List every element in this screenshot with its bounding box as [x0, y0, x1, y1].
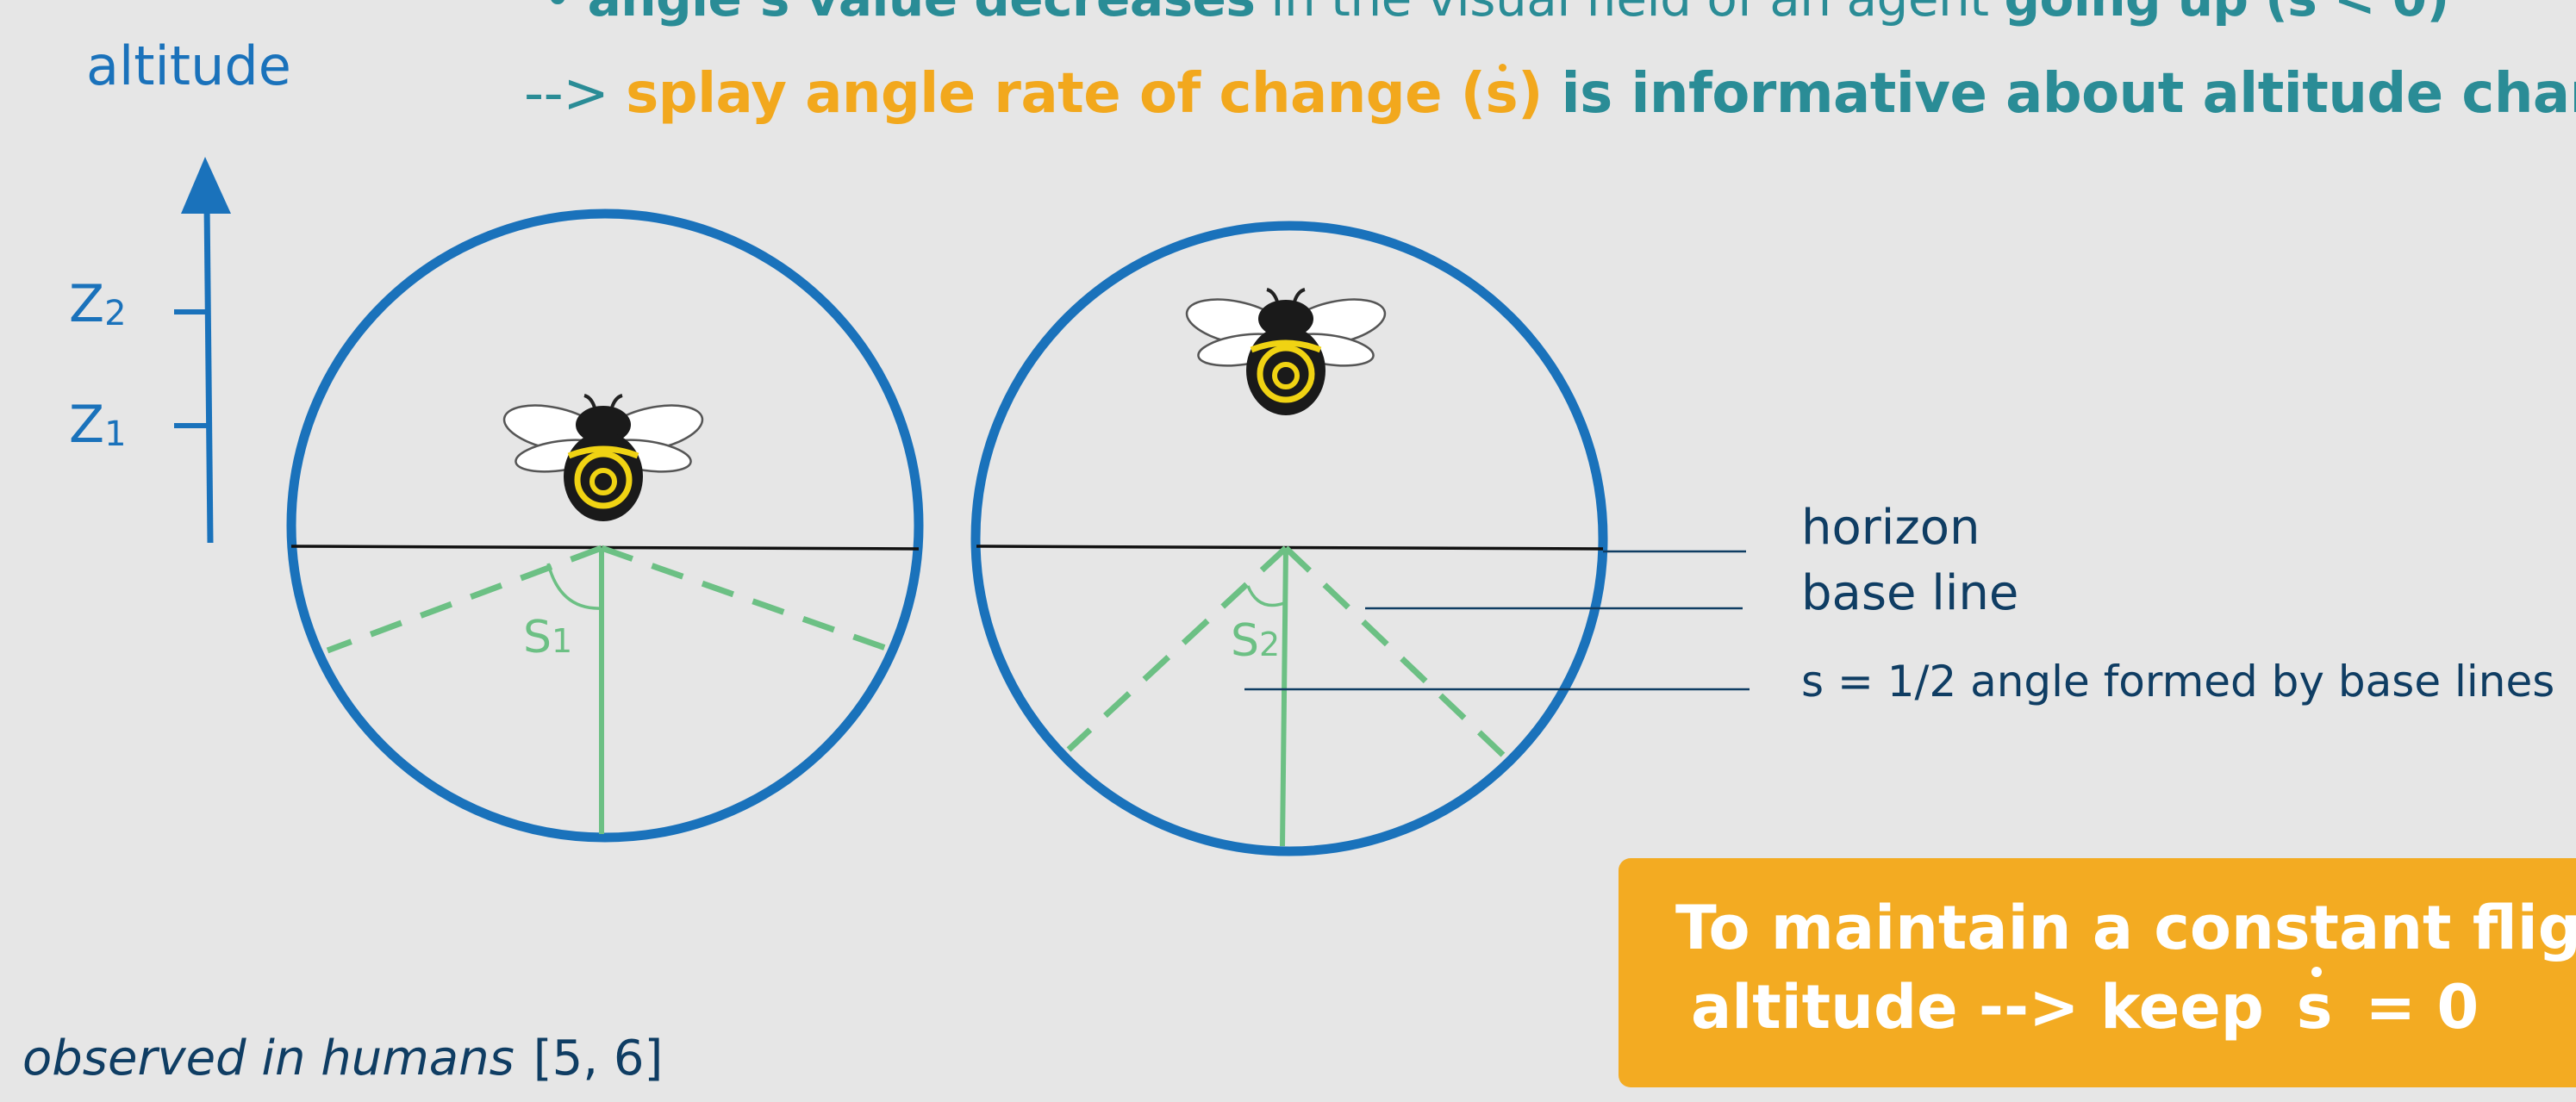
conclusion-text: is informative about altitude change [1542, 62, 2576, 126]
tip-s-dot-symbol: s [2296, 967, 2333, 1043]
highlight-pre: splay angle rate of change ( [626, 62, 1486, 126]
base-line-right [1283, 545, 1509, 761]
tip-line-2-pre: altitude --> keep [1691, 972, 2264, 1043]
s-dot-symbol: s [1485, 62, 1519, 126]
header-bullet: • angle’s value decreases in the visual … [543, 0, 2449, 28]
visual-field-circle [286, 209, 924, 843]
angle-label-s2: S2 [1231, 615, 1281, 667]
highlight-phrase: splay angle rate of change (s) [626, 62, 1543, 126]
footnote-reference: [5, 6] [533, 1030, 664, 1086]
header-conclusion: --> splay angle rate of change (s) is in… [524, 62, 2576, 126]
altitude-arrow-head [181, 157, 231, 214]
footnote: observed in humans [5, 6] [22, 1030, 663, 1086]
highlight-post: ) [1518, 62, 1543, 126]
diagram-low-altitude [286, 209, 924, 843]
altitude-axis-title: altitude [86, 34, 291, 97]
conclusion-arrow: --> [524, 62, 627, 126]
tip-line-2-post: = 0 [2365, 972, 2479, 1043]
z2-label: Z2 [69, 274, 127, 334]
bee-icon [1182, 290, 1388, 415]
z1-label: Z1 [69, 395, 127, 455]
angle-arc [546, 563, 602, 610]
bullet-regular: in the visual field of an agent [1255, 0, 2004, 28]
base-line-right [600, 545, 895, 654]
bullet-mark: • [543, 0, 588, 28]
legend-horizon: horizon [1801, 500, 1980, 556]
tip-line-2: altitude --> keep s = 0 [1691, 967, 2479, 1043]
base-line-left [326, 545, 603, 654]
bee-icon [500, 395, 706, 521]
angle-label-s1: S1 [523, 612, 573, 663]
angle-arc [1246, 585, 1285, 607]
altitude-axis-line [203, 202, 214, 544]
visual-field-circle [970, 221, 1608, 856]
tip-box: To maintain a constant flight altitude -… [1619, 858, 2576, 1087]
tip-line-1: To maintain a constant flight [1675, 893, 2576, 963]
footnote-text: observed in humans [22, 1030, 515, 1086]
vertical-center-line [1280, 547, 1288, 847]
diagram-high-altitude [970, 221, 1608, 856]
legend-base-line: base line [1801, 565, 2019, 621]
bullet-bold-1: angle’s value decreases [588, 0, 1256, 28]
bullet-bold-2: going up (s < 0) [2004, 0, 2449, 28]
legend-s-definition: s = 1/2 angle formed by base lines [1801, 657, 2555, 707]
